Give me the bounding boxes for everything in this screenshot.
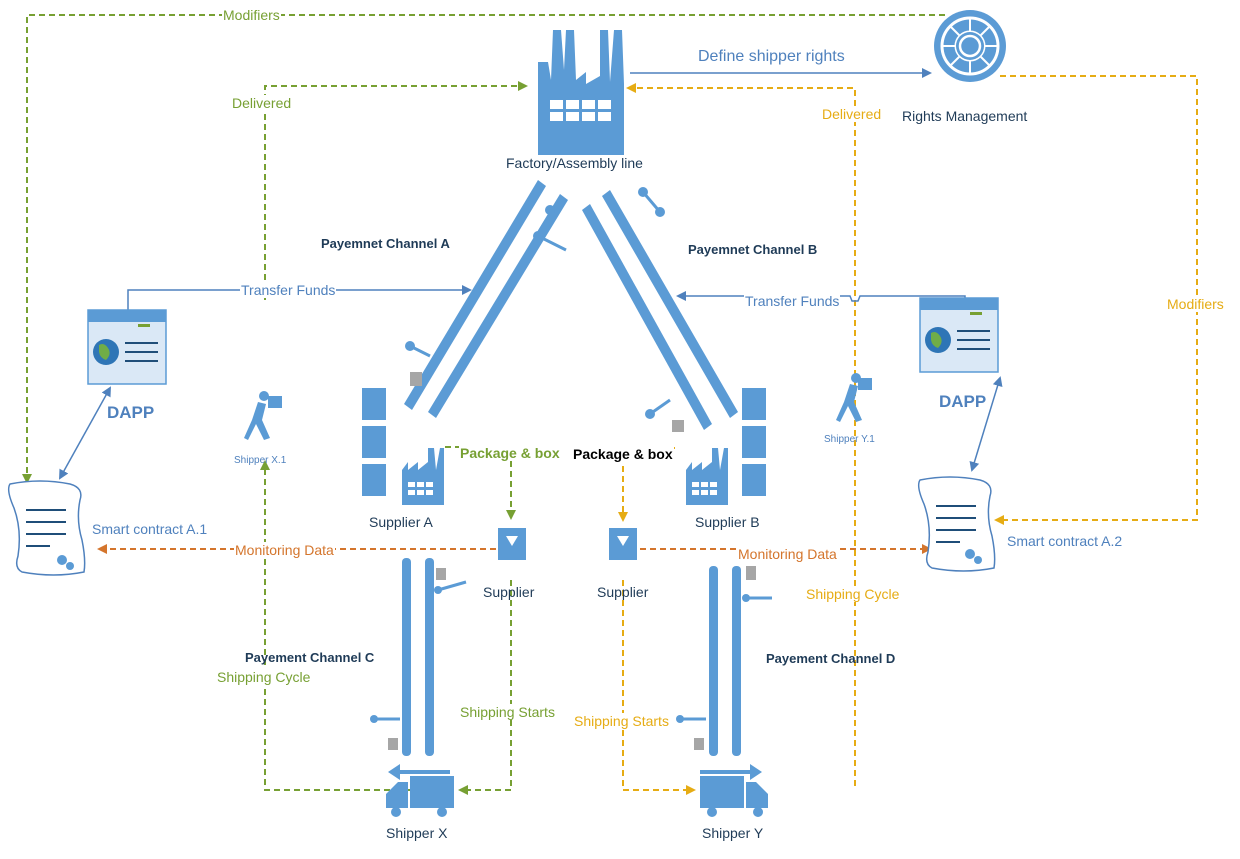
channel-b-inner xyxy=(582,204,712,430)
delivered-right-edge xyxy=(626,83,856,786)
factory-label: Factory/Assembly line xyxy=(506,155,643,171)
dapp-contract-right-edge xyxy=(969,376,1003,472)
shipper-x1-label: Shipper X.1 xyxy=(234,455,287,466)
dapp-left-icon xyxy=(87,309,167,385)
define-shipper-rights-label: Define shipper rights xyxy=(697,48,846,66)
shipping-starts-right-label: Shipping Starts xyxy=(573,713,670,729)
channel-d-label: Payement Channel D xyxy=(766,651,896,666)
delivered-right-label: Delivered xyxy=(821,106,883,122)
smart-contract-a1-label: Smart contract A.1 xyxy=(92,521,208,537)
package-box-right-label: Package & box xyxy=(572,446,674,462)
shipping-cycle-right-label: Shipping Cycle xyxy=(805,586,901,602)
transfer-funds-right-edge xyxy=(676,291,966,302)
supplier-box-left-icon xyxy=(498,528,526,560)
dapp-contract-left-edge xyxy=(59,386,111,480)
vault-icon xyxy=(934,10,1006,82)
supplier-a-label: Supplier A xyxy=(369,514,433,530)
delivered-left-label: Delivered xyxy=(231,95,293,111)
monitoring-right-label: Monitoring Data xyxy=(737,546,838,562)
smart-contract-a2-label: Smart contract A.2 xyxy=(1007,533,1123,549)
shipper-y-label: Shipper Y xyxy=(702,825,764,841)
supplier-b-icon xyxy=(686,388,766,505)
modifiers-right-edge xyxy=(994,75,1198,525)
channel-c-label: Payement Channel C xyxy=(245,650,375,665)
supplier-a-icon xyxy=(362,388,444,505)
dapp-right-icon xyxy=(919,297,999,373)
shipper-x-label: Shipper X xyxy=(386,825,448,841)
supplier-b-label: Supplier B xyxy=(695,514,760,530)
transfer-funds-left-label: Transfer Funds xyxy=(240,282,337,298)
channel-c-right xyxy=(425,558,434,756)
shipper-y-truck-icon xyxy=(700,764,768,817)
shipper-x-truck-icon xyxy=(386,764,454,817)
payment-channels xyxy=(402,180,741,756)
package-box-left-label: Package & box xyxy=(459,445,561,461)
monitoring-left-label: Monitoring Data xyxy=(234,542,335,558)
smart-contract-a1-icon xyxy=(7,480,86,576)
shipping-starts-right-edge xyxy=(622,580,696,795)
dapp-left-label: DAPP xyxy=(107,403,155,422)
transfer-funds-left-edge xyxy=(127,285,472,310)
transfer-funds-right-label: Transfer Funds xyxy=(744,293,841,309)
dapp-right-label: DAPP xyxy=(939,392,987,411)
rights-management-label: Rights Management xyxy=(902,108,1028,124)
channel-c-left xyxy=(402,558,411,756)
factory-icon xyxy=(538,30,624,155)
shipper-x1-icon xyxy=(244,391,282,440)
channel-d-right xyxy=(732,566,741,756)
supplier-box-right-icon xyxy=(609,528,637,560)
shipping-starts-left-edge xyxy=(458,580,512,795)
channel-a-label: Payemnet Channel A xyxy=(321,236,450,251)
green-flows xyxy=(22,14,945,795)
channel-b-outer xyxy=(602,190,738,418)
smart-contract-a2-icon xyxy=(917,476,996,572)
channel-d-left xyxy=(709,566,718,756)
shipping-cycle-left-edge xyxy=(260,460,440,791)
supplier-left-label: Supplier xyxy=(483,584,535,600)
channel-a-outer xyxy=(404,180,546,410)
robot-arm-icons xyxy=(370,187,772,750)
channel-b-label: Payemnet Channel B xyxy=(688,242,818,257)
shipper-y1-icon xyxy=(836,373,872,422)
shipping-starts-left-label: Shipping Starts xyxy=(459,704,556,720)
channel-a-inner xyxy=(428,194,568,418)
modifiers-right-label: Modifiers xyxy=(1166,296,1225,312)
modifiers-left-edge xyxy=(22,14,945,484)
shipper-y1-label: Shipper Y.1 xyxy=(824,434,875,445)
blue-flows xyxy=(59,68,1003,480)
delivered-left-edge xyxy=(264,81,528,300)
modifiers-left-label: Modifiers xyxy=(222,7,281,23)
shipping-cycle-left-label: Shipping Cycle xyxy=(216,669,312,685)
supplier-right-label: Supplier xyxy=(597,584,649,600)
